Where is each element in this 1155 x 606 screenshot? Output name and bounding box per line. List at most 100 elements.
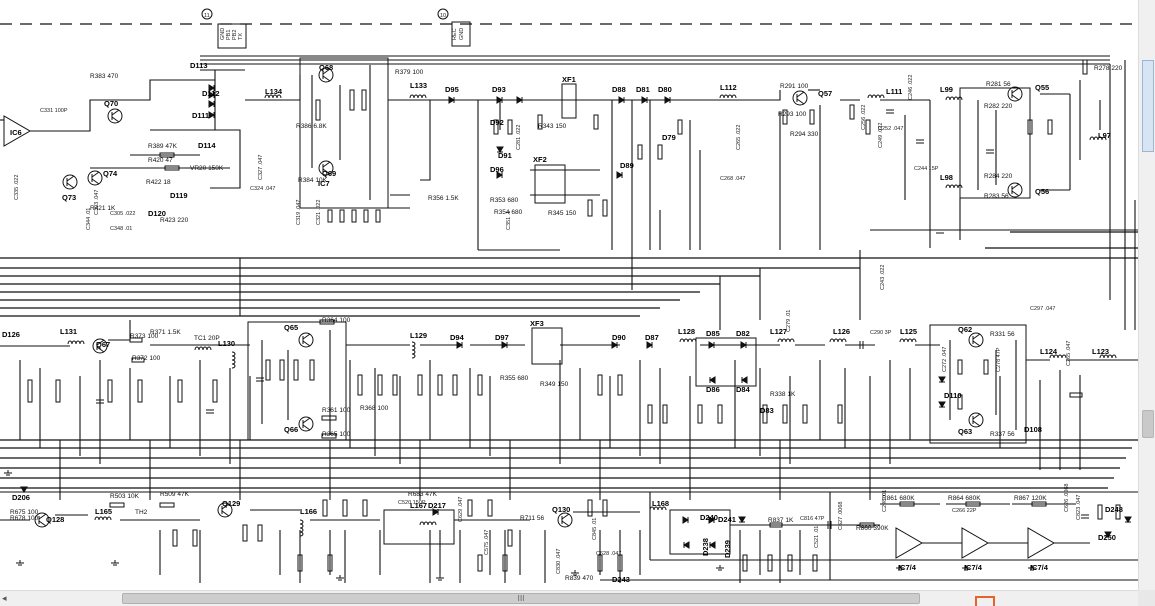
transistor-label: Q128: [46, 515, 64, 524]
inductor-label: L131: [60, 327, 77, 336]
scroll-left-arrow-icon[interactable]: ◂: [2, 594, 7, 604]
resistor-symbol: [177, 379, 183, 403]
wire: [150, 129, 241, 189]
resistor-symbol: [107, 379, 113, 403]
resistor-label: R860 390K: [856, 525, 889, 532]
diode-label: D240: [700, 513, 718, 522]
resistor-symbol: [487, 499, 493, 517]
resistor-symbol: [293, 359, 299, 381]
wire: [302, 417, 311, 424]
resistor-label: R420 47: [148, 157, 173, 164]
resistor-symbol: [55, 379, 61, 403]
ic7-opamp-3: [1027, 527, 1056, 559]
resistor-label: R675 100: [10, 509, 39, 516]
diode-label: D84: [736, 385, 751, 394]
resistor-symbol: [377, 374, 383, 396]
connector-10: [451, 21, 471, 47]
connector-number: 11: [204, 13, 210, 19]
inductor-symbol: [1099, 354, 1117, 359]
resistor-label: R503 10K: [110, 493, 140, 500]
wire: [561, 520, 570, 527]
inductor-symbol: [194, 346, 212, 351]
resistor-symbol: [837, 404, 843, 424]
vertical-scrollbar[interactable]: [1138, 0, 1155, 590]
horizontal-scrollbar[interactable]: ◂ III: [0, 590, 1138, 606]
diode-label: D217: [428, 501, 446, 510]
resistor-symbol: [327, 554, 333, 572]
trimmer-label: TC1 20P: [194, 335, 220, 342]
capacitor-label: C298 .01: [882, 490, 888, 512]
diode-symbol: [208, 100, 215, 108]
resistor-label: R683 47K: [408, 491, 438, 498]
transistor-symbol: [87, 170, 103, 186]
resistor-symbol: [809, 109, 815, 125]
resistor-symbol: [1031, 501, 1047, 507]
resistor-symbol: [677, 119, 683, 135]
diode-symbol: [683, 541, 690, 549]
diode-label: D94: [450, 333, 465, 342]
diode-label: D81: [636, 85, 650, 94]
resistor-symbol: [1082, 59, 1088, 75]
capacitor-label: C351 .1: [506, 211, 512, 230]
wire: [302, 424, 311, 431]
ic-label: IC6: [10, 128, 22, 137]
inductor-label: L99: [940, 85, 953, 94]
vertical-scroll-thumb[interactable]: [1142, 410, 1154, 438]
wire: [322, 75, 331, 82]
resistor-symbol: [129, 337, 143, 343]
resistor-label: R711 56: [520, 515, 544, 522]
resistor-symbol: [587, 199, 593, 217]
filter-label: XF1: [562, 75, 576, 84]
wire: [221, 510, 230, 517]
resistor-label: R282 220: [984, 103, 1013, 110]
wire: [322, 68, 331, 75]
resistor-label: R864 680K: [948, 495, 981, 502]
inductor-symbol: [1049, 354, 1067, 359]
horizontal-scroll-thumb[interactable]: III: [122, 593, 920, 604]
resistor-symbol: [339, 209, 345, 223]
connector-pin-label: PB2: [232, 30, 238, 40]
capacitor-label: C305 .022: [110, 211, 135, 217]
transistor-symbol: [557, 512, 573, 528]
d240-d238-bridge: [669, 509, 731, 555]
resistor-symbol: [351, 209, 357, 223]
diode-label: D239: [723, 540, 732, 558]
resistor-symbol: [507, 119, 513, 135]
resistor-symbol: [502, 554, 508, 572]
wire: [322, 168, 331, 175]
resistor-symbol: [1069, 392, 1083, 398]
ic-label: IC7: [318, 179, 330, 188]
resistor-symbol: [309, 359, 315, 381]
resistor-label: R678 100: [10, 515, 39, 522]
transistor-symbol: [92, 338, 108, 354]
resistor-label: R509 47K: [160, 491, 190, 498]
capacitor-label: C331 100P: [40, 108, 68, 114]
diode-label: D238: [701, 538, 710, 556]
resistor-label: R338 1K: [770, 391, 796, 398]
resistor-label: R372 100: [132, 355, 161, 362]
resistor-label: R364 100: [322, 317, 351, 324]
diode-label: D119: [170, 191, 188, 200]
resistor-symbol: [1115, 504, 1121, 520]
resistor-symbol: [602, 499, 608, 517]
resistor-symbol: [321, 415, 337, 421]
wire: [322, 161, 331, 168]
resistor-label: R383 470: [90, 73, 119, 80]
inductor-label: L112: [720, 83, 737, 92]
resistor-symbol: [363, 209, 369, 223]
resistor-symbol: [362, 499, 368, 517]
wire: [38, 520, 47, 527]
wire: [561, 513, 570, 520]
wire: [302, 340, 311, 347]
resistor-label: R365 100: [322, 431, 351, 438]
inductor-label: L168: [652, 499, 669, 508]
resistor-symbol: [865, 119, 871, 135]
bus-lines: [0, 23, 1138, 489]
wire: [96, 346, 105, 353]
diode-label: D79: [662, 133, 676, 142]
inductor-symbol: [867, 94, 885, 99]
resistor-symbol: [297, 554, 303, 572]
page-tab-marker[interactable]: [975, 596, 995, 606]
resistor-symbol: [192, 529, 198, 547]
